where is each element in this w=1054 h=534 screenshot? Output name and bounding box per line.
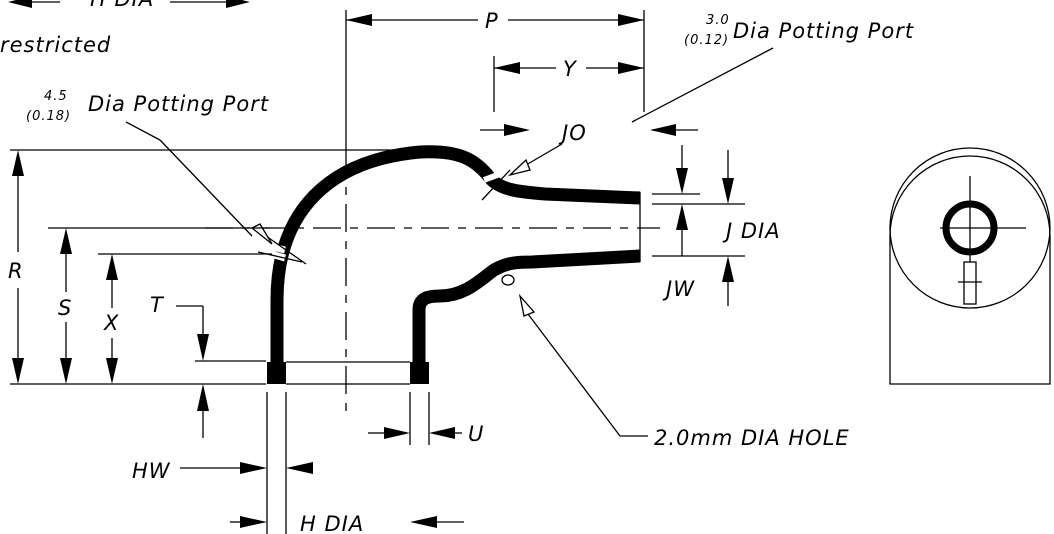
top-h-dia-dimension: H DIA: [8, 0, 250, 11]
inner-wall-foot: [410, 362, 429, 384]
dimension-s: S: [48, 227, 270, 384]
dimension-jw: JW: [662, 256, 734, 306]
port-3-label: Dia Potting Port: [733, 19, 914, 43]
hole-label: 2.0mm DIA HOLE: [654, 426, 850, 450]
side-view-cable-ring: [942, 200, 998, 256]
dimension-p: P: [345, 9, 645, 150]
potting-port-4-5mm-callout: 4.5 (0.18) Dia Potting Port: [26, 89, 273, 245]
dimension-r: R: [8, 149, 420, 385]
dimension-hw: HW: [132, 392, 313, 534]
dimension-u: U: [368, 392, 484, 446]
x-label: X: [103, 311, 119, 335]
dimension-t: T: [150, 293, 266, 438]
restricted-text: restricted: [0, 33, 111, 57]
y-label: Y: [563, 57, 578, 81]
port-3-metric: 3.0: [706, 13, 730, 28]
h-dia-label: H DIA: [300, 512, 364, 534]
dimension-y: Y: [493, 56, 644, 112]
side-view: [889, 147, 1051, 385]
side-view-outline: [889, 155, 1051, 385]
dimension-x: X: [98, 253, 272, 384]
port-3-imperial: (0.12): [684, 33, 729, 48]
s-label: S: [58, 296, 72, 320]
port-4-5-metric: 4.5: [44, 89, 68, 104]
top-h-dia-label: H DIA: [90, 0, 154, 11]
port-4-5-imperial: (0.18): [26, 109, 71, 124]
dimension-h-dia: H DIA: [230, 512, 464, 534]
boot-body: [267, 145, 641, 385]
potting-port-3mm-callout: 3.0 (0.12) Dia Potting Port: [631, 13, 914, 123]
j-dia-label: J DIA: [722, 219, 781, 243]
hw-label: HW: [132, 459, 171, 483]
t-label: T: [150, 293, 165, 317]
jw-label: JW: [662, 277, 695, 301]
r-label: R: [8, 259, 24, 283]
boot-outer-wall: [270, 145, 641, 362]
hole-callout: 2.0mm DIA HOLE: [518, 293, 850, 450]
dimension-j-dia: J DIA: [652, 145, 781, 257]
hole-2mm: [501, 274, 515, 286]
p-label: P: [485, 9, 499, 33]
dimension-jo: JO: [480, 121, 698, 177]
jo-label: JO: [558, 121, 587, 145]
port-4-5-label: Dia Potting Port: [88, 92, 269, 116]
boot-inner-wall: [412, 249, 641, 362]
outer-wall-foot: [267, 362, 286, 384]
u-label: U: [468, 422, 484, 446]
